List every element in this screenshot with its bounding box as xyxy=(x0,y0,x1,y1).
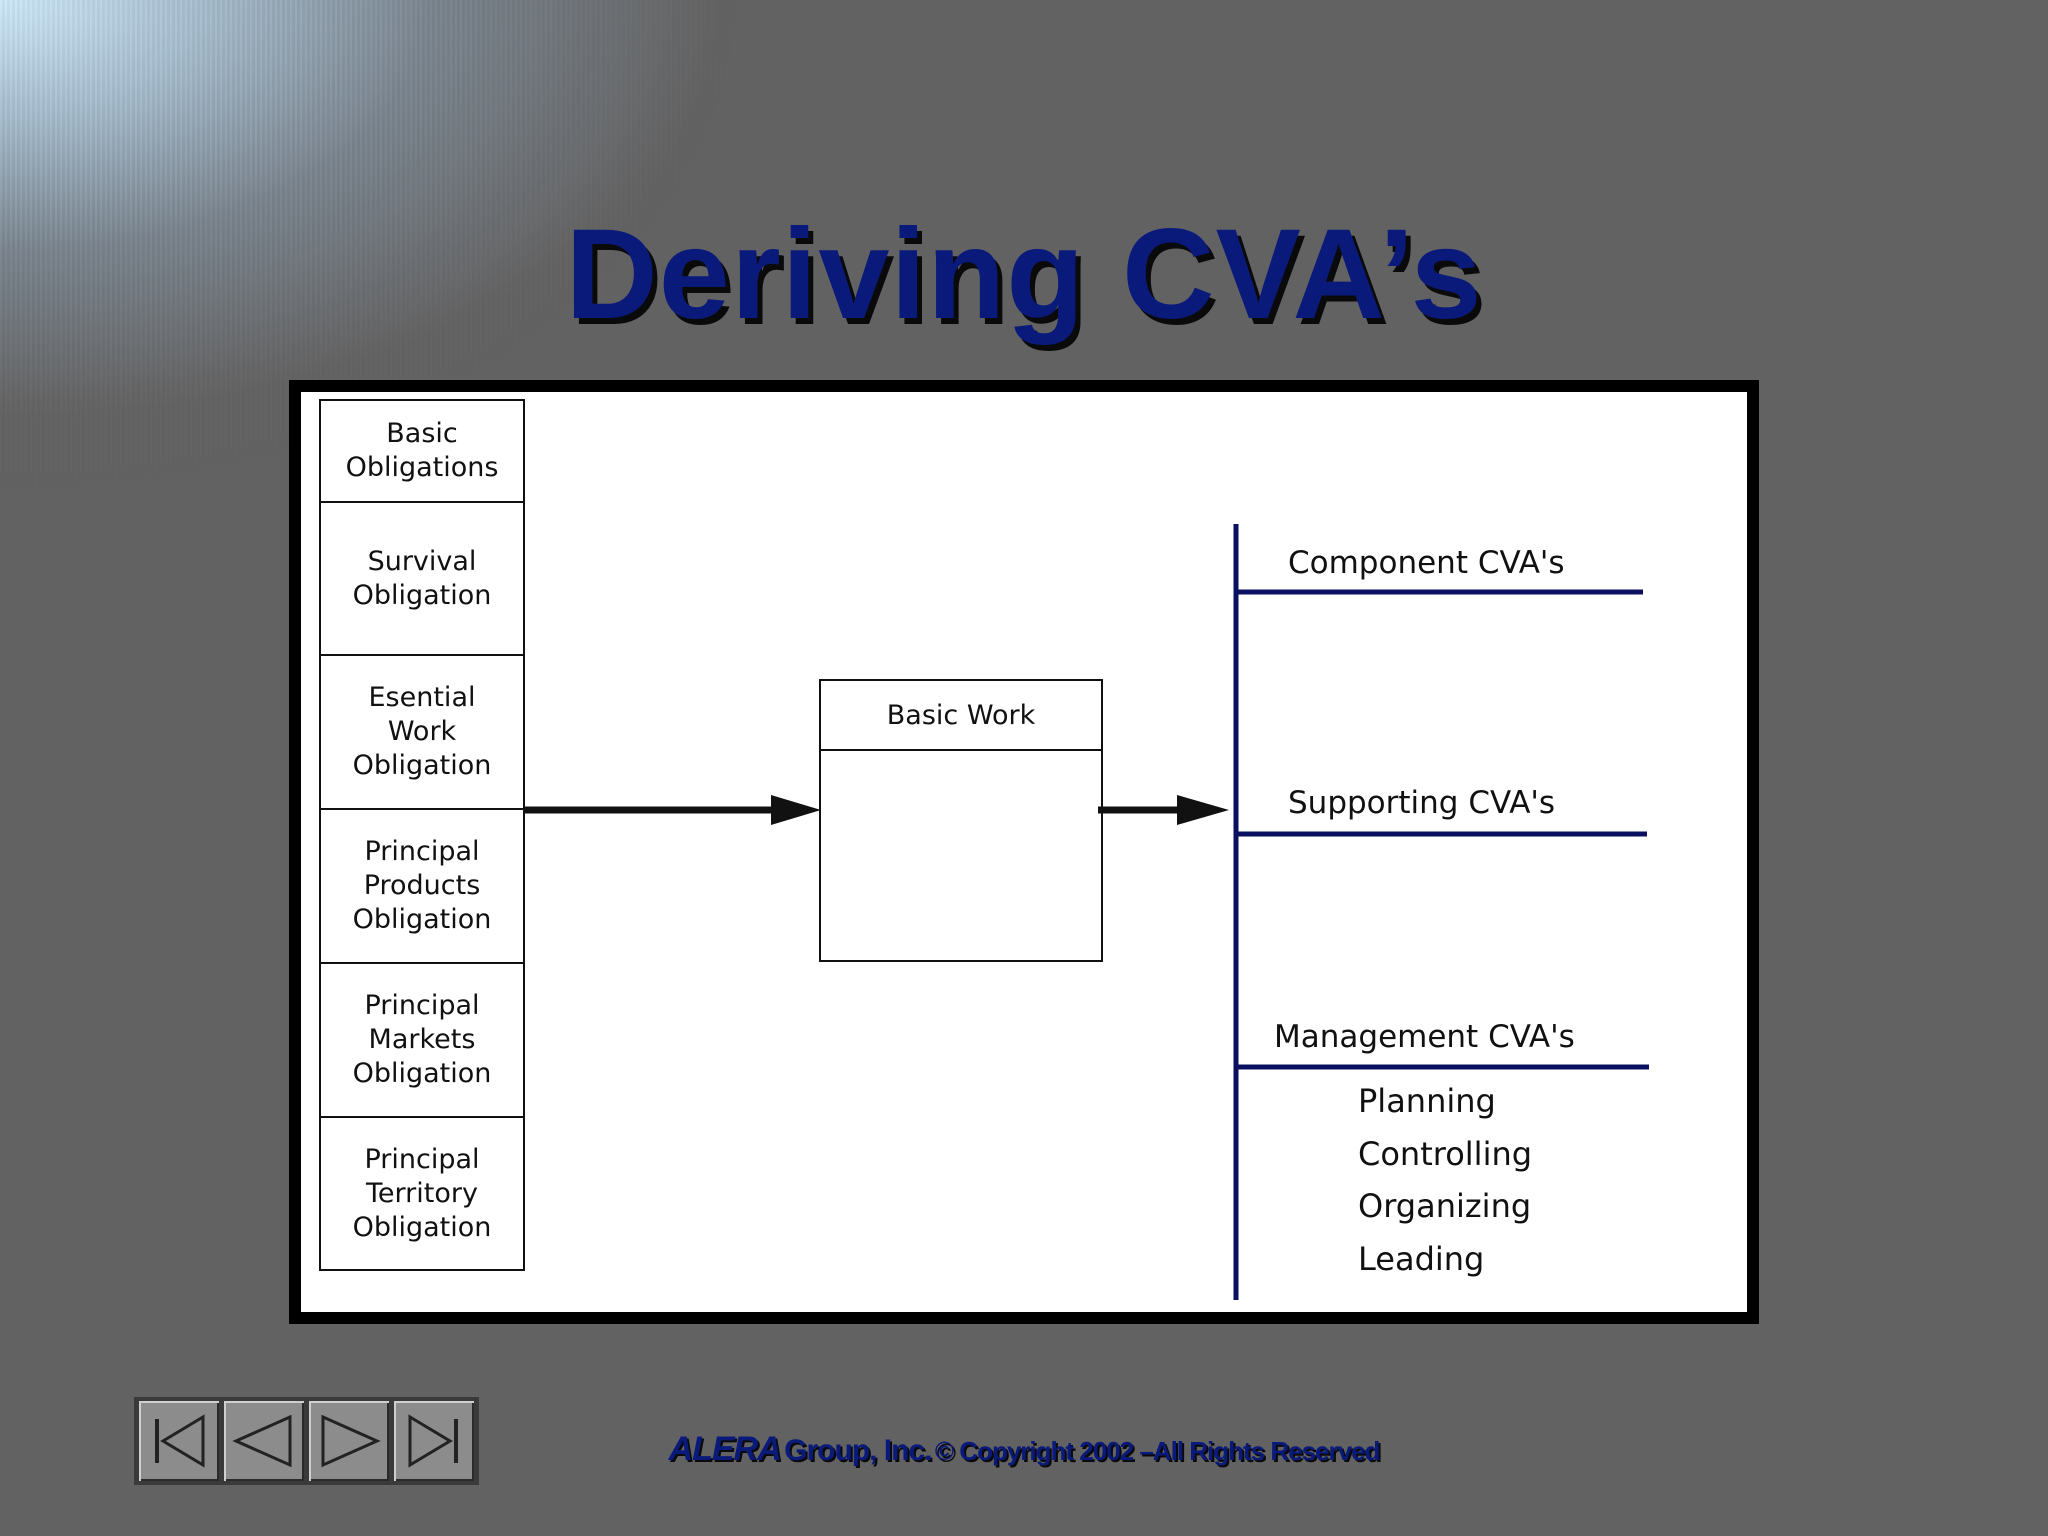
obligation-survival: Survival Obligation xyxy=(352,545,492,611)
previous-slide-icon xyxy=(232,1414,292,1468)
arrow-to-cvas xyxy=(1098,795,1229,825)
first-slide-button[interactable] xyxy=(139,1401,220,1481)
obligation-column-borders xyxy=(319,399,525,1271)
footer-copyright: © Copyright 2002 –All Rights Reserved xyxy=(934,1436,1381,1466)
management-item-controlling: Controlling xyxy=(1358,1135,1533,1173)
next-slide-icon xyxy=(321,1414,381,1468)
slide-navigation xyxy=(134,1397,479,1485)
obligation-principal-territory: Principal Territory Obligation xyxy=(352,1143,492,1243)
supporting-cva-label: Supporting CVA's xyxy=(1288,785,1556,821)
slide-title: Deriving CVA’s xyxy=(565,203,1483,346)
cva-bracket xyxy=(1233,524,1649,1300)
obligation-basic: Basic Obligations xyxy=(345,418,499,483)
footer-brand: ALERA xyxy=(668,1430,782,1468)
basic-work-label: Basic Work xyxy=(886,699,1036,731)
previous-slide-button[interactable] xyxy=(224,1401,305,1481)
last-slide-icon xyxy=(408,1414,458,1468)
arrow-to-basic-work xyxy=(523,795,821,825)
obligation-essential-work: Esential Work Obligation xyxy=(352,682,492,781)
footer: ALERA Group, Inc. © Copyright 2002 –All … xyxy=(0,1430,2048,1469)
management-item-organizing: Organizing xyxy=(1358,1187,1532,1225)
diagram-frame: Basic Obligations Survival Obligation Es… xyxy=(289,380,1759,1324)
footer-company: Group, Inc. xyxy=(784,1434,932,1467)
diagram-lines xyxy=(319,399,1649,1300)
management-item-planning: Planning xyxy=(1358,1082,1496,1120)
basic-work-box xyxy=(819,679,1103,962)
management-cva-label: Management CVA's xyxy=(1274,1019,1575,1055)
next-slide-button[interactable] xyxy=(308,1401,389,1481)
last-slide-button[interactable] xyxy=(393,1401,474,1481)
component-cva-label: Component CVA's xyxy=(1288,545,1565,581)
first-slide-icon xyxy=(155,1414,205,1468)
obligation-principal-products: Principal Products Obligation xyxy=(352,836,492,935)
diagram-canvas: Basic Obligations Survival Obligation Es… xyxy=(301,392,1747,1312)
management-item-leading: Leading xyxy=(1358,1240,1485,1278)
obligation-principal-markets: Principal Markets Obligation xyxy=(352,990,492,1089)
